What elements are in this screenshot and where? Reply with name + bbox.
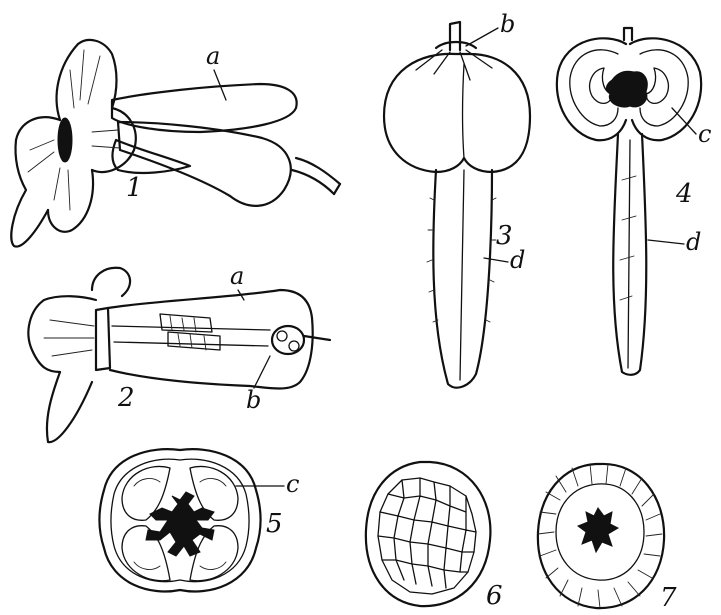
fig1-label-a: a [206, 42, 220, 70]
figure-5-fruit-cross-section: c 5 [100, 449, 300, 591]
fig3-label-b: b [500, 10, 515, 38]
figure-3-fruit-exterior: b d 3 [384, 10, 530, 388]
figure-7-seed-inner: 7 [538, 464, 677, 613]
fig4-label-d: d [686, 228, 701, 256]
fig2-label-a: a [230, 262, 244, 290]
fig6-number: 6 [486, 581, 503, 611]
figure-2-flower-section: a b 2 [28, 262, 330, 442]
fig5-label-c: c [286, 470, 299, 498]
fig4-label-c: c [698, 120, 711, 148]
fig3-number: 3 [496, 221, 513, 251]
figure-1-flower-side-view: a 1 [11, 40, 340, 247]
fig1-number: 1 [126, 173, 143, 203]
fig2-label-b: b [246, 386, 261, 414]
figure-6-seed-surface: 6 [366, 462, 503, 611]
fig2-number: 2 [117, 383, 135, 413]
fig4-number: 4 [675, 179, 693, 209]
figure-4-fruit-section: c d 4 [557, 28, 712, 375]
fig7-number: 7 [660, 583, 677, 613]
fig5-number: 5 [266, 509, 283, 539]
